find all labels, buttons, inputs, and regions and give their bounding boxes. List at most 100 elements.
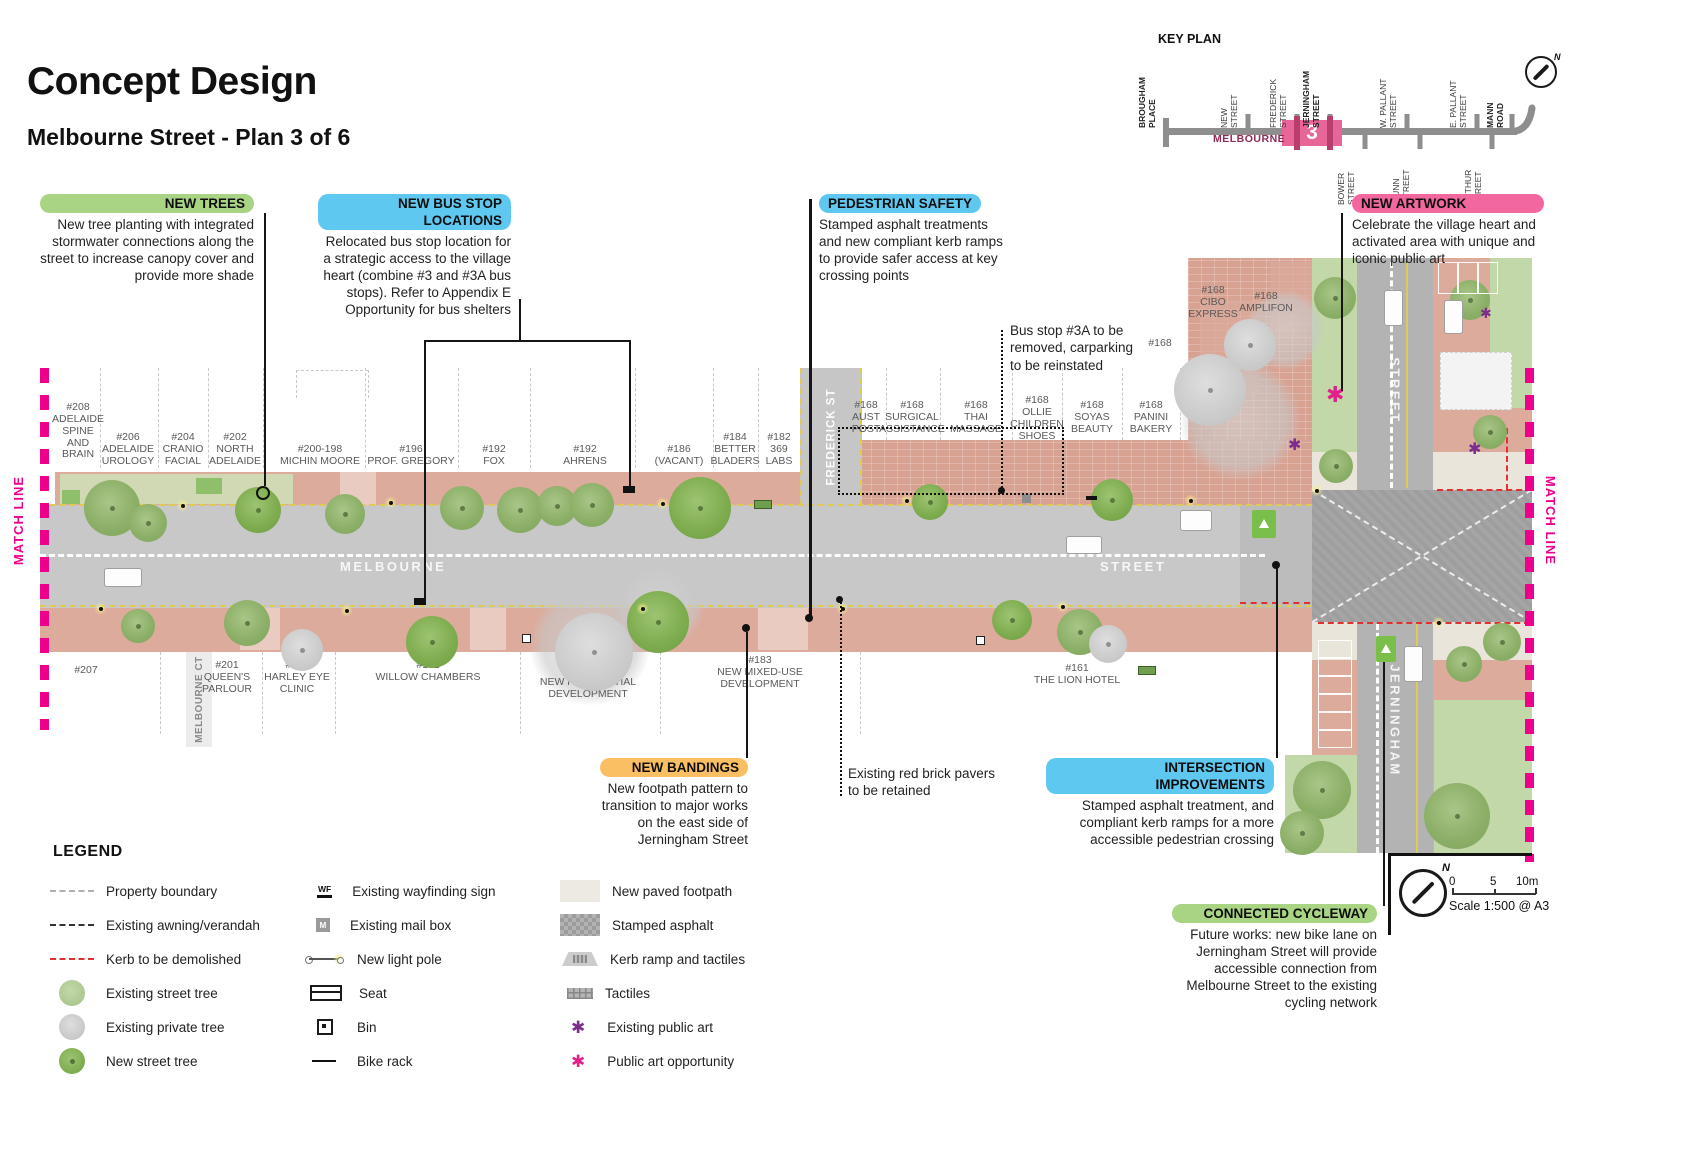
- kerb-demolished-swatch: [50, 958, 94, 960]
- property-boundary: [520, 652, 521, 734]
- mail-box-icon: M: [316, 918, 330, 932]
- leader-line: [519, 299, 521, 341]
- bin: [976, 636, 985, 645]
- building-label-182: #182 369 LABS: [765, 431, 793, 467]
- new-street-tree: [1091, 479, 1133, 521]
- dotted-leader-line: [840, 602, 842, 796]
- car: [1404, 646, 1423, 682]
- building-label-183: #183 NEW MIXED-USE DEVELOPMENT: [717, 654, 803, 690]
- legend-item-existing-awning: Existing awning/verandah: [50, 910, 260, 940]
- callout-intersection-body: Stamped asphalt treatment, and compliant…: [1079, 798, 1274, 847]
- existing-street-tree: [1319, 449, 1353, 483]
- jerningham-upper-label-wrap: STREET: [1357, 330, 1433, 450]
- plan-border-horizontal: [1388, 853, 1532, 856]
- bin-icon: [317, 1019, 333, 1035]
- legend-item-tactiles: Tactiles: [560, 978, 650, 1008]
- parking-bay: [1318, 730, 1352, 748]
- property-boundary-swatch: [50, 890, 94, 892]
- lane-line-jerningham-lower: [1416, 624, 1418, 853]
- car: [104, 568, 142, 587]
- car: [1444, 300, 1463, 334]
- building-label-204: #204 CRANIO FACIAL: [162, 431, 204, 467]
- match-line-bar-left: [40, 368, 49, 730]
- existing-street-tree: [570, 483, 614, 527]
- key-plan-north-compass-icon: [1525, 56, 1557, 88]
- building-label-168-amplifon: #168 AMPLIFON: [1239, 290, 1293, 314]
- callout-new-trees-body: New tree planting with integrated stormw…: [40, 217, 254, 283]
- property-boundary: [860, 652, 861, 734]
- building-label-168-panini: #168 PANINI BAKERY: [1129, 399, 1173, 435]
- property-boundary: [886, 368, 887, 440]
- match-line-left-label: MATCH LINE: [11, 475, 27, 565]
- existing-street-tree: [1473, 415, 1507, 449]
- bus-stop-icon: [623, 486, 635, 493]
- new-light-pole: [176, 499, 189, 512]
- parking-bay: [1318, 640, 1352, 658]
- legend-item-kerb-ramp: Kerb ramp and tactiles: [560, 944, 745, 974]
- existing-street-tree: [1314, 277, 1356, 319]
- leader-line: [424, 342, 426, 600]
- new-street-tree-icon: [59, 1048, 85, 1074]
- north-compass-icon: [1399, 869, 1447, 917]
- frederick-street-label: FREDERICK ST: [825, 388, 838, 486]
- compass-needle-icon: [1532, 63, 1550, 81]
- match-line-left-wrap: MATCH LINE: [6, 440, 32, 600]
- tactiles-icon: [567, 987, 593, 999]
- property-boundary: [635, 368, 636, 468]
- key-plan-road-name-left: MELBOURNE: [1213, 133, 1286, 145]
- property-boundary: [1012, 368, 1013, 440]
- callout-intersection-improvements: INTERSECTION IMPROVEMENTS Stamped asphal…: [1046, 758, 1274, 848]
- legend-label: Existing public art: [607, 1019, 714, 1035]
- wayfinding-sign-icon: WF: [317, 884, 333, 898]
- legend-label: Bin: [357, 1019, 377, 1035]
- driveway-crossover: [470, 608, 506, 650]
- legend-label: Kerb ramp and tactiles: [610, 951, 746, 967]
- kerb-to-be-demolished-line: [1318, 622, 1530, 624]
- public-art-opportunity-icon: ✱: [1326, 382, 1345, 407]
- legend-item-new-street-tree: New street tree: [50, 1046, 198, 1076]
- new-light-pole: [340, 604, 353, 617]
- callout-cycleway-title: CONNECTED CYCLEWAY: [1172, 904, 1377, 923]
- key-plan-road-name-right: STREET: [1445, 133, 1490, 145]
- existing-private-tree: [281, 629, 323, 671]
- new-light-pole: [1432, 616, 1445, 629]
- garden-bed: [62, 490, 80, 504]
- melbourne-ct-lane: MELBOURNE CT: [186, 652, 212, 747]
- property-boundary: [458, 368, 459, 468]
- existing-street-tree: [497, 487, 543, 533]
- legend-label: Existing private tree: [106, 1019, 225, 1035]
- building-label-168-cibo: #168 CIBO EXPRESS: [1188, 284, 1238, 320]
- new-light-pole: [94, 602, 107, 615]
- new-street-tree: [992, 600, 1032, 640]
- new-light-pole: [900, 494, 913, 507]
- legend-label: Existing mail box: [350, 917, 452, 933]
- legend-item-property-boundary: Property boundary: [50, 876, 217, 906]
- callout-new-artwork: NEW ARTWORK Celebrate the village heart …: [1352, 194, 1544, 267]
- legend-item-new-light-pole: New light pole: [305, 944, 442, 974]
- public-art-opportunity-icon: ✱: [571, 1051, 586, 1071]
- leader-line: [1383, 662, 1385, 906]
- leader-line: [1276, 568, 1278, 758]
- light-pole-icon: [305, 953, 345, 965]
- seat-icon: [310, 985, 342, 1001]
- new-light-pole: [1184, 494, 1197, 507]
- legend-label: Bike rack: [357, 1053, 413, 1069]
- page-title: Concept Design: [27, 60, 317, 103]
- bike-rack-icon: [312, 1060, 336, 1062]
- key-plan: KEY PLAN 3 MELBOURNE STREET BROUGHAM PLA…: [1137, 28, 1561, 205]
- legend-item-bin: Bin: [305, 1012, 377, 1042]
- callout-new-bus-stop-body: Relocated bus stop location for a strate…: [323, 234, 511, 317]
- legend-item-wayfinding-sign: WF Existing wayfinding sign: [305, 876, 496, 906]
- street-name-label: STREET: [1100, 559, 1167, 574]
- building-label-161: #161 THE LION HOTEL: [1033, 662, 1121, 686]
- scale-bar-tick: [1535, 888, 1537, 894]
- property-boundary: [365, 368, 366, 468]
- callout-new-bandings: NEW BANDINGS New footpath pattern to tra…: [600, 758, 748, 848]
- awning-line-swatch: [50, 924, 94, 926]
- legend-label: Existing wayfinding sign: [352, 883, 496, 899]
- melbourne-street-name-label: MELBOURNE: [340, 559, 447, 574]
- building-label-168-ollie: #168 OLLIE CHILDREN SHOES: [1010, 394, 1064, 442]
- existing-private-tree-icon: [59, 1014, 85, 1040]
- building-label-206: #206 ADELAIDE UROLOGY: [101, 431, 155, 467]
